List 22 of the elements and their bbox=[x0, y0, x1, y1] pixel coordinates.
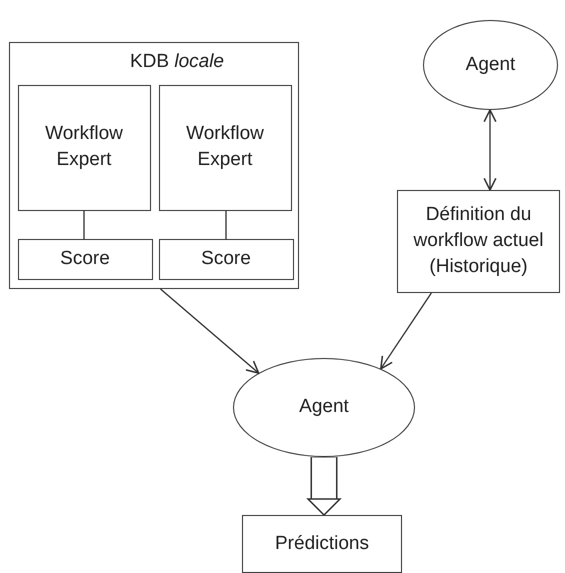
node-label: Agent bbox=[298, 395, 350, 419]
process-box bbox=[397, 190, 560, 293]
node-label: Workflow Expert bbox=[185, 122, 265, 172]
arrow bbox=[380, 292, 432, 370]
node-label: Workflow Expert bbox=[44, 122, 124, 172]
process-box bbox=[18, 238, 152, 280]
node-label: Score bbox=[200, 246, 252, 270]
node-label: Agent bbox=[464, 52, 516, 76]
node-label: Prédictions bbox=[274, 532, 370, 556]
arrow bbox=[160, 288, 260, 374]
node-label: Définition du workflow actuel (Historique) bbox=[412, 203, 544, 279]
connector-line bbox=[225, 211, 227, 239]
process-box bbox=[242, 515, 402, 573]
process-box bbox=[158, 84, 292, 210]
process-box bbox=[158, 238, 294, 280]
connector-line bbox=[83, 211, 85, 239]
container-box bbox=[9, 42, 299, 289]
container-title: KDB locale bbox=[130, 50, 224, 74]
process-box bbox=[18, 84, 150, 210]
arrow bbox=[483, 109, 497, 191]
node-label: Score bbox=[59, 246, 111, 270]
hollow-arrow bbox=[307, 457, 341, 516]
